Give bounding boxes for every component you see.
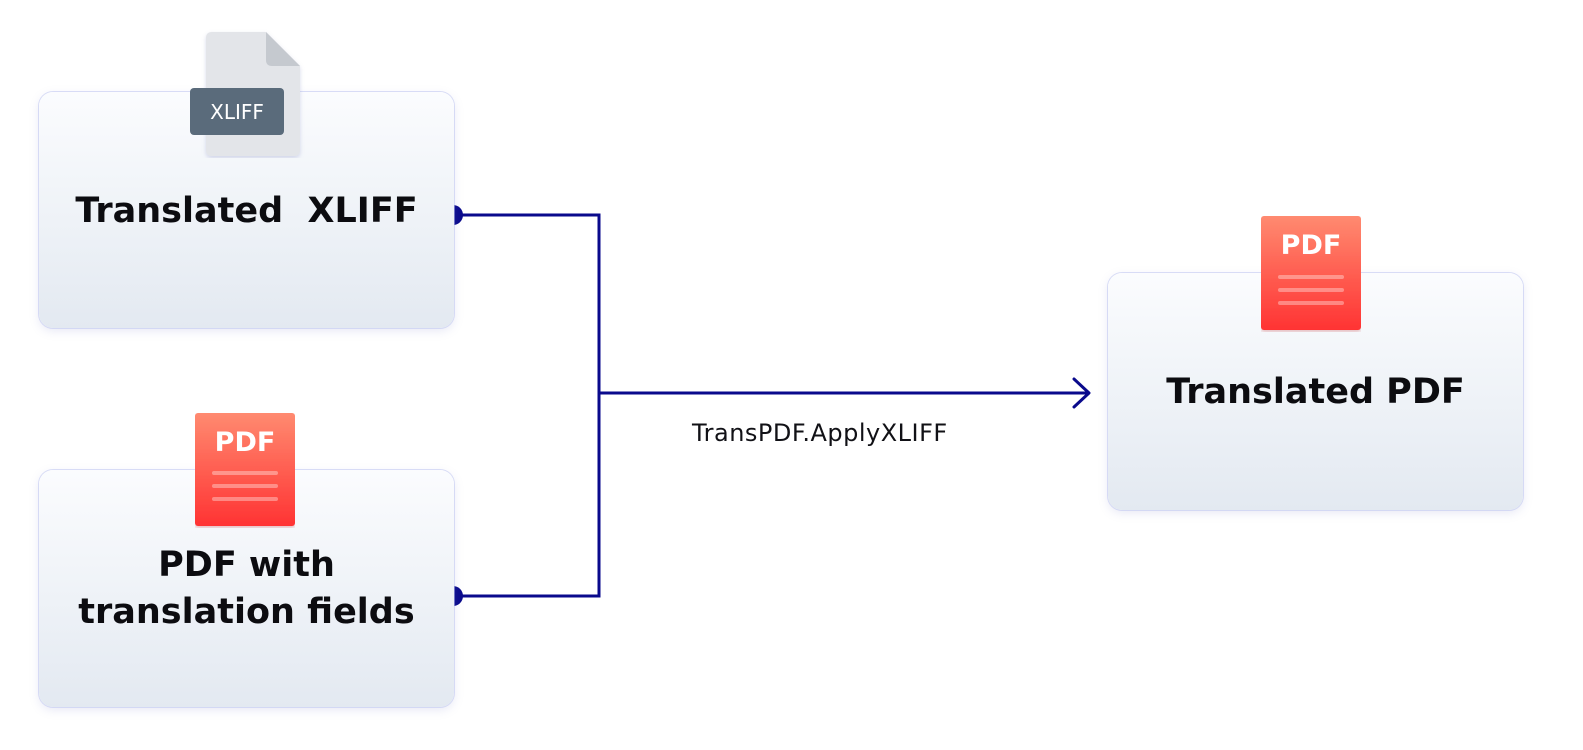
- xliff-badge: XLIFF: [210, 100, 264, 124]
- translated-xliff-card: Translated XLIFF: [39, 92, 454, 328]
- pdf-badge-input: PDF: [215, 427, 276, 458]
- operation-label: TransPDF.ApplyXLIFF: [692, 419, 948, 447]
- pdf-file-icon: PDF: [195, 413, 295, 526]
- pdf-with-translation-fields-title: PDF with translation fields: [78, 545, 415, 632]
- arrowhead-icon: [1072, 377, 1091, 409]
- translated-xliff-title: Translated XLIFF: [75, 191, 418, 231]
- xliff-file-icon: XLIFF: [190, 32, 300, 156]
- pdf-file-icon: PDF: [1261, 216, 1361, 330]
- translated-pdf-title: Translated PDF: [1166, 372, 1465, 412]
- connector-from-xliff: [453, 213, 601, 598]
- pdf-badge-output: PDF: [1281, 230, 1342, 261]
